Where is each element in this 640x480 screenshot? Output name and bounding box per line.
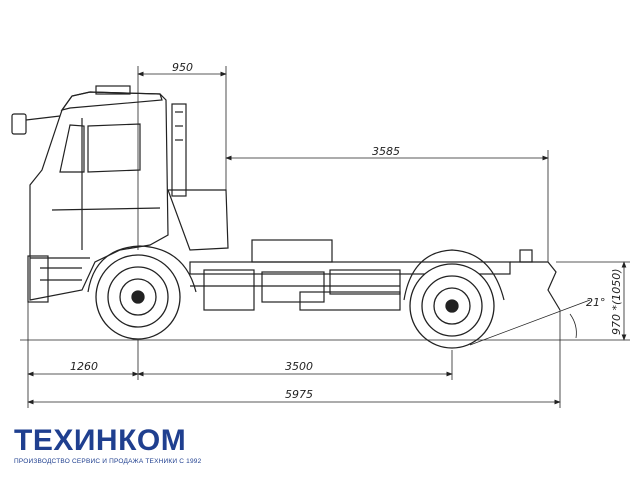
cab — [29, 91, 169, 301]
dim-cab-to-axis — [137, 66, 227, 250]
dim-bottom-row — [27, 300, 561, 408]
fuel-tank — [261, 271, 325, 303]
dim-frame-height-label: 970 *(1050) — [610, 268, 623, 335]
company-logo: ТЕХИНКОМ ПРОИЗВОДСТВО СЕРВИС И ПРОДАЖА Т… — [14, 424, 202, 466]
dim-frame-behind — [225, 150, 549, 262]
front-fender — [87, 245, 197, 293]
dim-frame-height — [556, 261, 630, 341]
front-wheel — [95, 254, 181, 340]
windshield — [59, 124, 85, 173]
dim-wheelbase-label: 3500 — [285, 360, 313, 373]
battery-box — [329, 269, 401, 295]
front-bumper — [27, 255, 49, 303]
rear-hitch — [510, 261, 561, 311]
truck-outline — [11, 85, 561, 311]
air-intake — [171, 103, 187, 197]
rear-fender — [403, 249, 505, 301]
frame-rail — [189, 261, 511, 275]
cab-window — [87, 123, 141, 173]
mirror — [11, 113, 27, 135]
dim-frame-behind-label: 3585 — [372, 145, 400, 158]
roof-cap — [95, 85, 131, 95]
departure-angle-line — [469, 299, 591, 346]
departure-angle-label: 21° — [586, 296, 606, 309]
dim-front-overhang-label: 1260 — [70, 360, 98, 373]
logo-tagline: ПРОИЗВОДСТВО СЕРВИС И ПРОДАЖА ТЕХНИКИ С … — [14, 458, 202, 465]
logo-name: ТЕХИНКОМ — [14, 424, 187, 457]
frame-bracket — [251, 239, 333, 263]
rear-wheel — [409, 263, 495, 349]
dim-cab-to-axis-label: 950 — [172, 61, 193, 74]
dim-overall-length-label: 5975 — [285, 388, 313, 401]
